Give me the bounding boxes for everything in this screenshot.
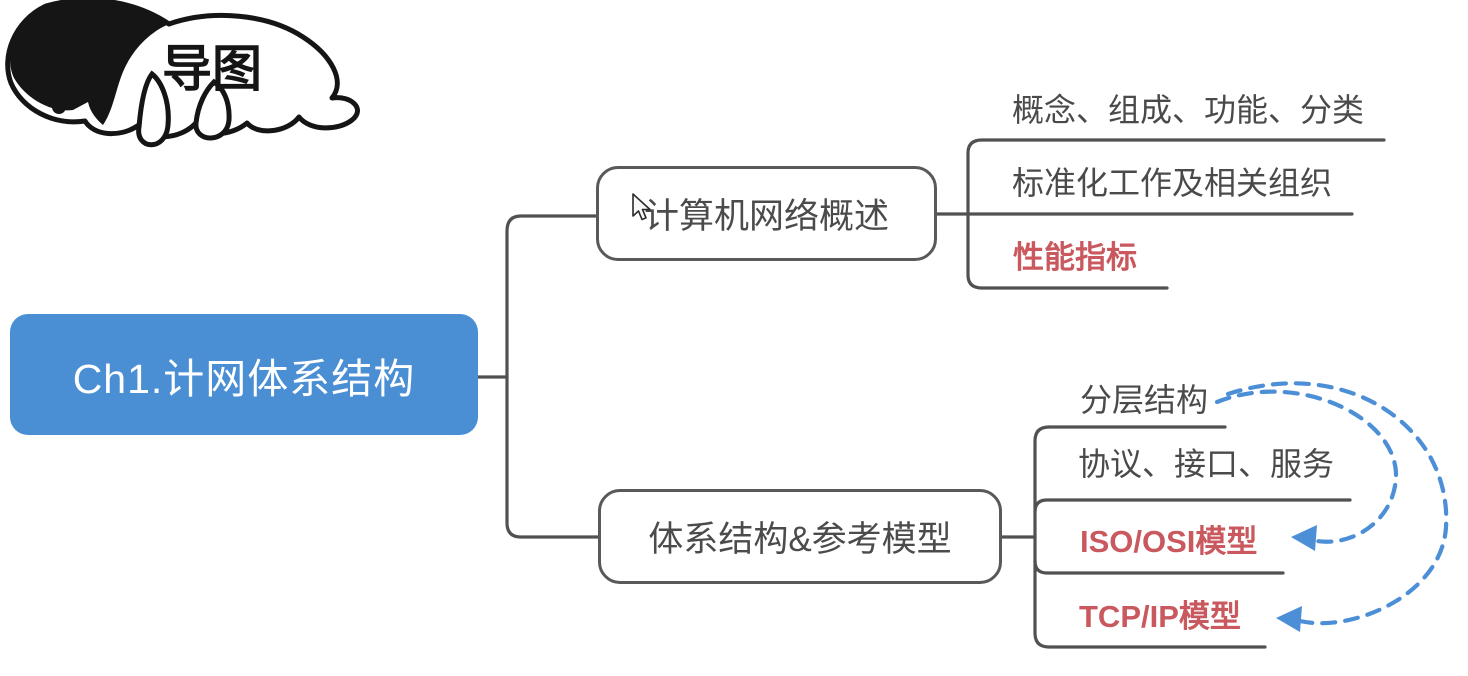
mascot-arm — [193, 78, 232, 141]
arrowhead-icon — [1276, 606, 1302, 632]
mascot-hair — [10, 0, 169, 125]
mascot-eye — [52, 100, 66, 114]
branch-node-architecture-models[interactable]: 体系结构&参考模型 — [598, 489, 1002, 584]
leaf-node-layered-structure[interactable]: 分层结构 — [1080, 382, 1209, 418]
branch-connectors — [476, 138, 1386, 649]
branch-node-label: 体系结构&参考模型 — [648, 520, 952, 559]
leaf-node-iso-osi-model[interactable]: ISO/OSI模型 — [1080, 524, 1258, 559]
mascot-eye — [49, 41, 63, 55]
mascot-arm — [136, 70, 171, 148]
leaf-node-protocol-interface-service[interactable]: 协议、接口、服务 — [1078, 446, 1335, 482]
leaf-node-concepts[interactable]: 概念、组成、功能、分类 — [1012, 92, 1365, 128]
root-node-label: Ch1.计网体系结构 — [72, 355, 416, 402]
mascot-mouth — [85, 50, 108, 96]
leaf-node-performance-metrics[interactable]: 性能指标 — [1013, 240, 1137, 275]
lying-doodle-character-icon: 导图 — [5, 0, 360, 148]
dashed-arrow-to-tcp-ip — [1225, 381, 1449, 632]
leaf-node-tcp-ip-model[interactable]: TCP/IP模型 — [1079, 599, 1241, 634]
branch-node-label: 计算机网络概述 — [643, 197, 889, 236]
arrowhead-icon — [1291, 525, 1317, 551]
badge-label: 导图 — [162, 41, 262, 97]
arrow-pointer-icon — [632, 193, 651, 221]
dashed-arrow-to-iso-osi — [1214, 389, 1399, 551]
branch-node-network-overview[interactable]: 计算机网络概述 — [596, 166, 937, 261]
root-node[interactable]: Ch1.计网体系结构 — [10, 314, 478, 435]
leaf-node-standardization[interactable]: 标准化工作及相关组织 — [1012, 165, 1333, 201]
